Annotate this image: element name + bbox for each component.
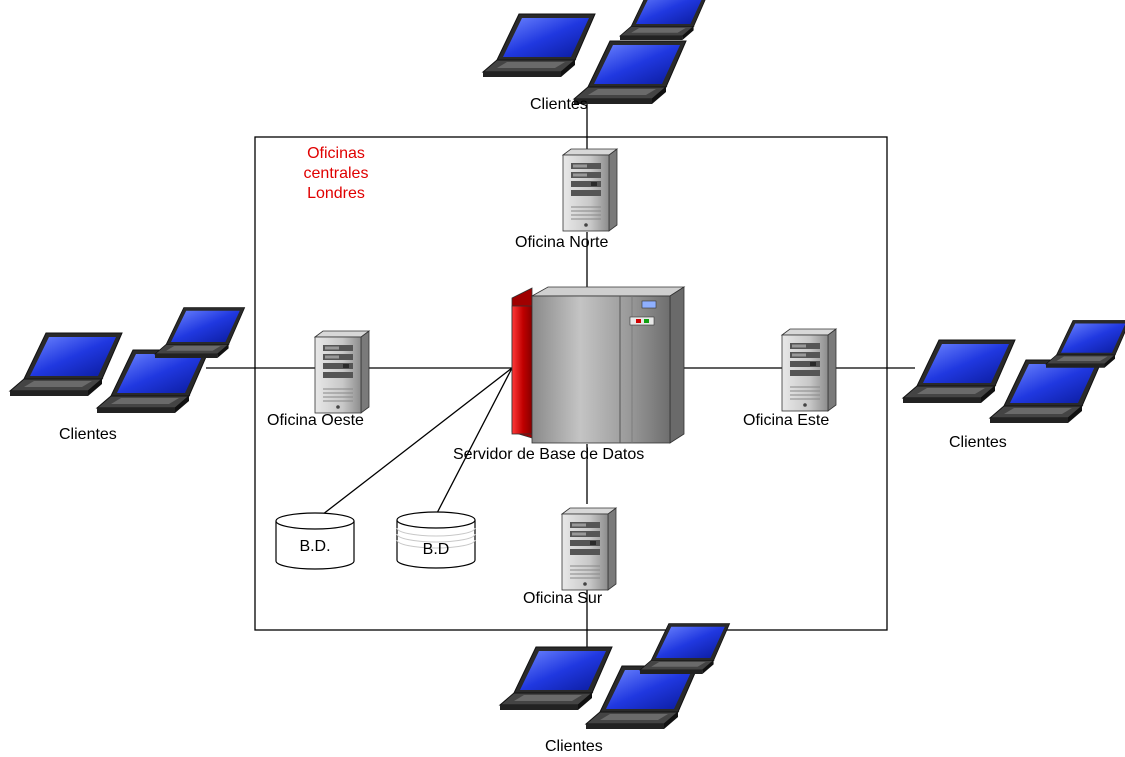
west-office-server-icon	[314, 330, 370, 414]
east-clients-label: Clientes	[949, 434, 1007, 451]
database-label: B.D	[422, 541, 450, 558]
north-office-label: Oficina Norte	[515, 234, 609, 251]
laptop-icon	[9, 332, 123, 397]
laptop-icon	[154, 307, 246, 359]
laptop-icon	[902, 339, 1016, 404]
east-office-label: Oficina Este	[743, 412, 830, 429]
laptop-icon	[482, 13, 596, 78]
headquarters-label-line: Londres	[307, 185, 365, 202]
west-office-label: Oficina Oeste	[267, 412, 364, 429]
north-office-server-icon	[562, 148, 618, 232]
laptop-icon	[989, 359, 1103, 424]
south-clients-label: Clientes	[545, 738, 603, 755]
headquarters-label: Oficinas centrales Londres	[271, 144, 401, 204]
south-office-label: Oficina Sur	[523, 590, 603, 607]
south-office-server-icon	[561, 507, 617, 591]
headquarters-label-line: Oficinas	[307, 145, 365, 162]
database-label: B.D.	[299, 538, 331, 555]
headquarters-label-line: centrales	[303, 165, 369, 182]
database-server-icon	[511, 286, 686, 444]
laptop-icon	[639, 623, 731, 675]
connection-lines	[206, 103, 915, 661]
laptop-icon	[1045, 320, 1125, 369]
laptop-icon	[96, 349, 210, 414]
west-clients-label: Clientes	[59, 426, 117, 443]
database-cylinder-shading	[396, 527, 476, 549]
laptop-icon	[499, 646, 613, 711]
laptop-icon	[573, 40, 687, 105]
database-server-label: Servidor de Base de Datos	[453, 446, 645, 463]
north-clients-label: Clientes	[530, 96, 588, 113]
laptop-icon	[619, 0, 711, 41]
headquarters-boundary	[254, 136, 888, 631]
east-office-server-icon	[781, 328, 837, 412]
laptop-icon	[585, 665, 699, 730]
